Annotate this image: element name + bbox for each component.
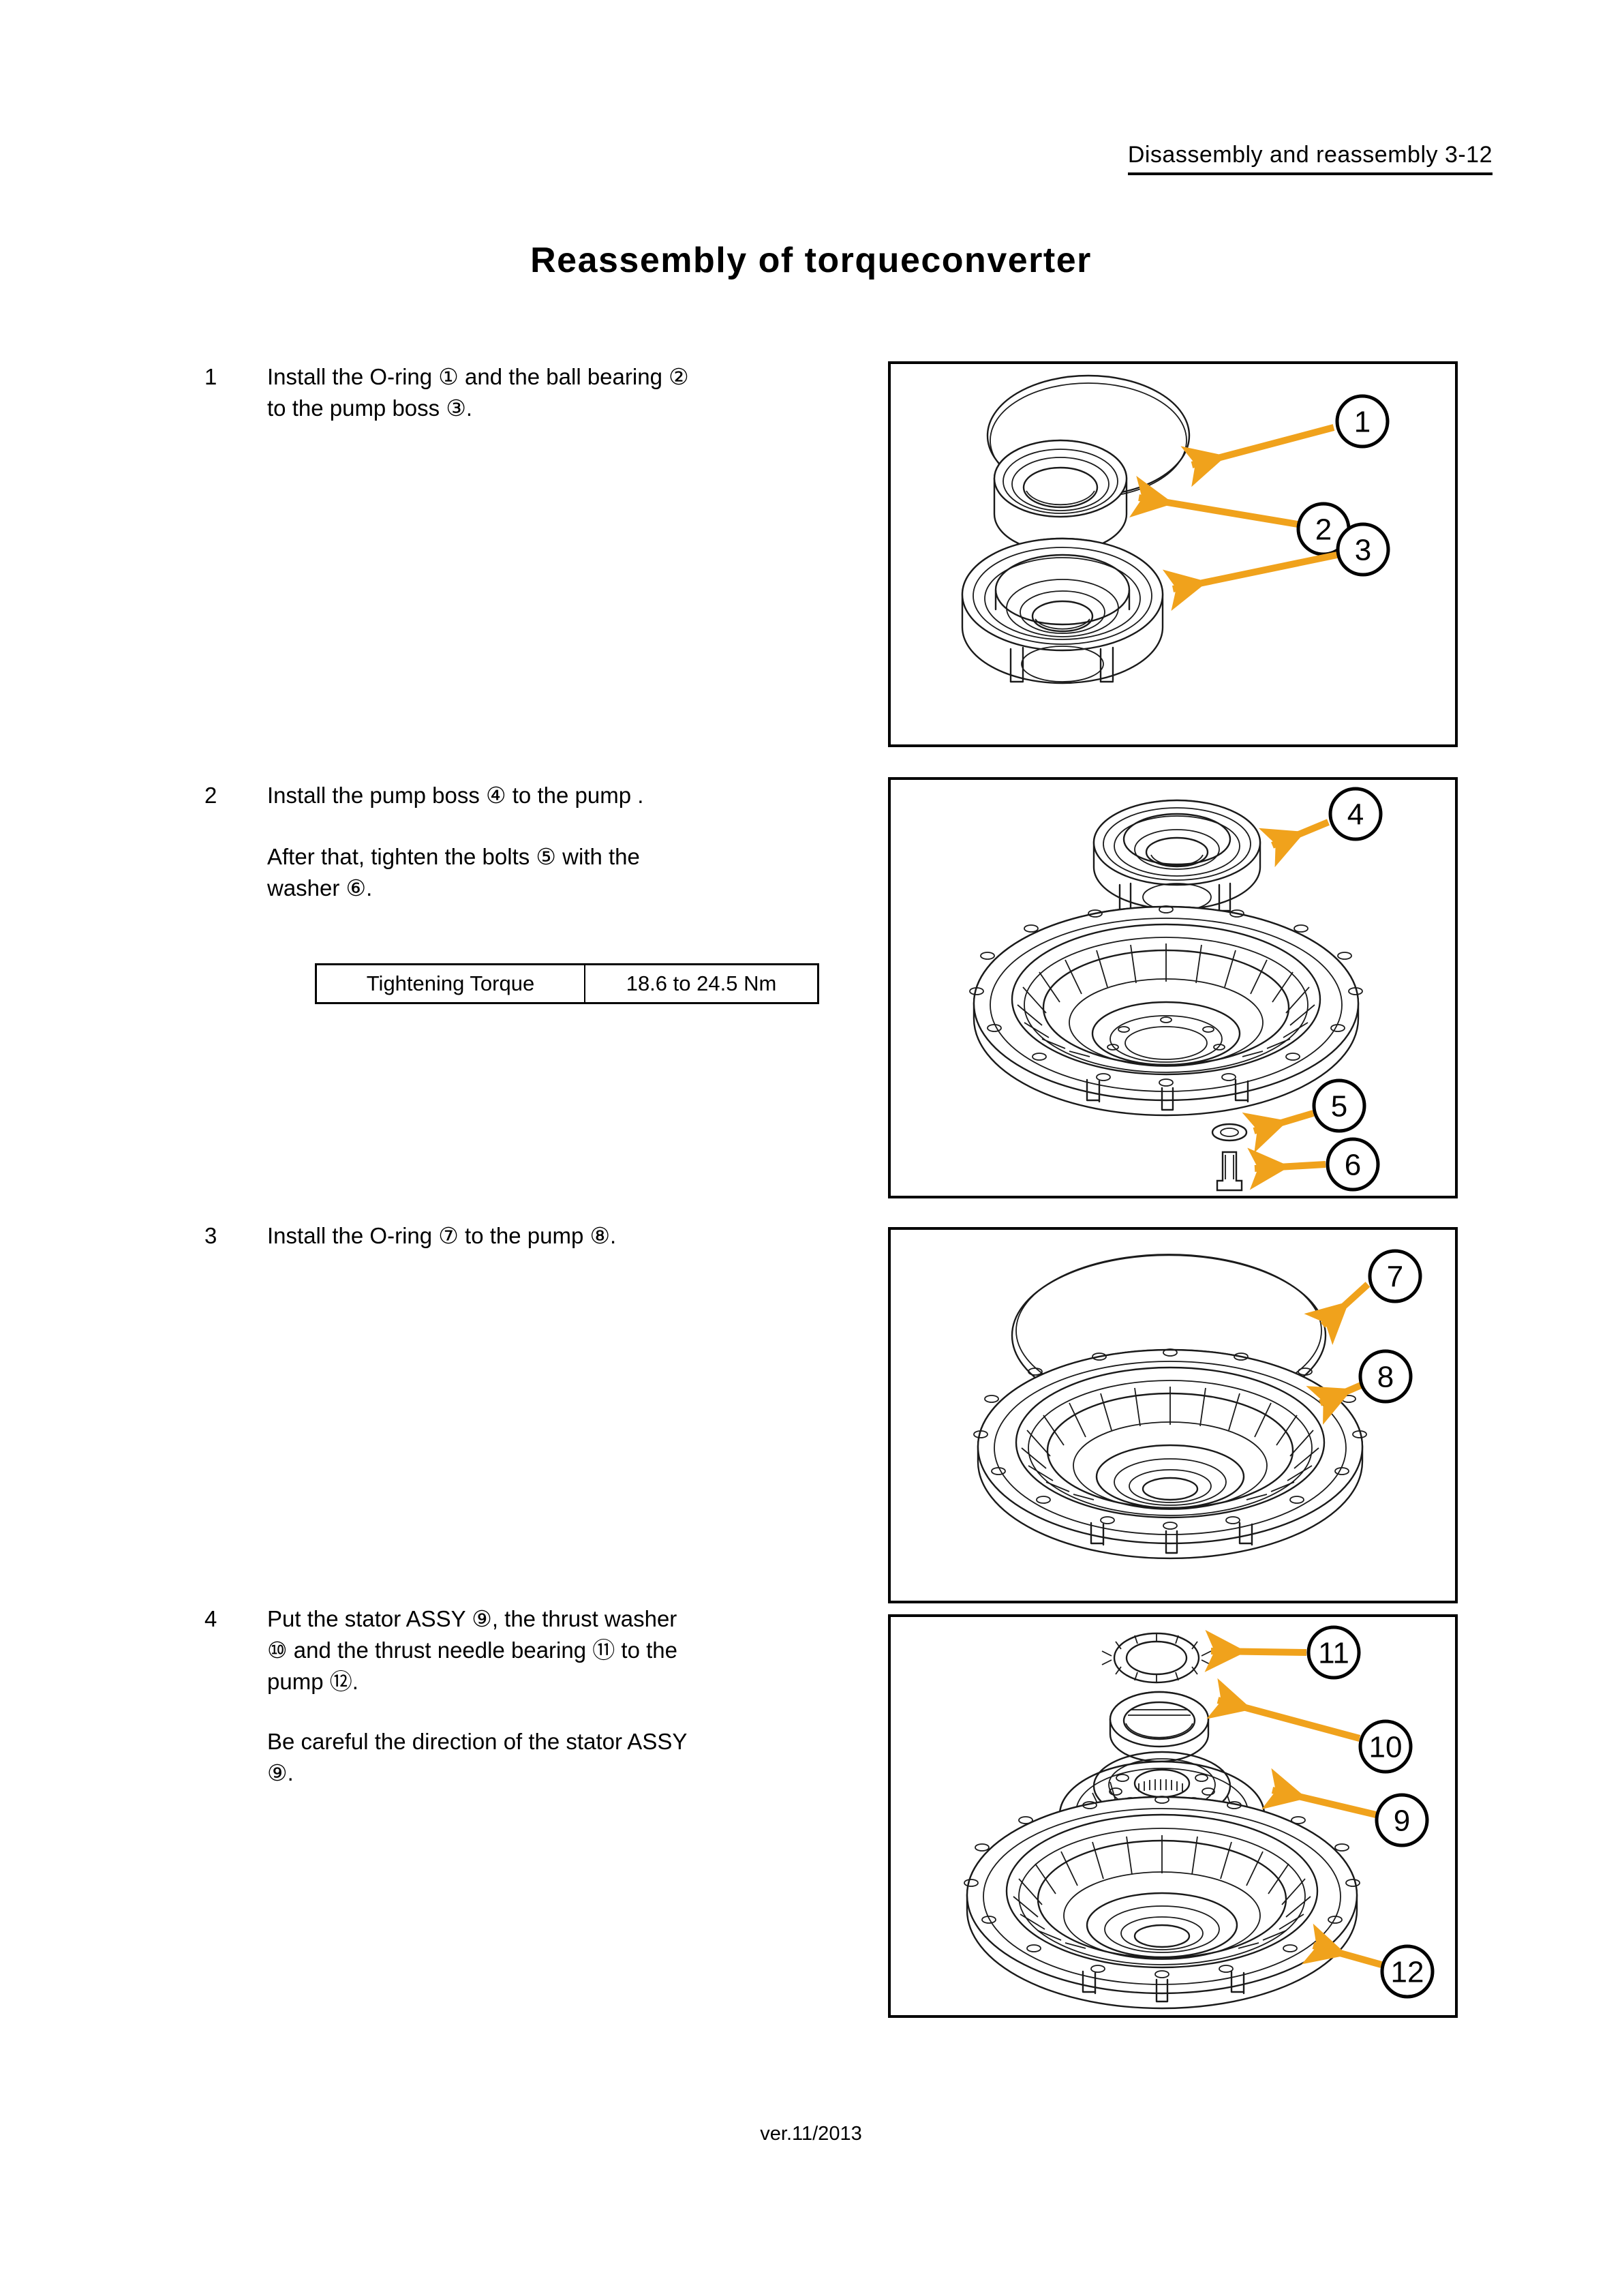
step-block-4: 4 Put the stator ASSY ⑨, the thrust wash… (204, 1603, 852, 1789)
torque-value-cell: 18.6 to 24.5 Nm (584, 963, 819, 1004)
callout-marker-7: 7 (1368, 1249, 1422, 1303)
callout-label: 5 (1331, 1090, 1347, 1123)
callout-arrow-7 (1304, 1282, 1371, 1345)
step-text-line: Install the O-ring ① and the ball bearin… (267, 364, 689, 389)
step-text: Install the pump boss ④ to the pump . (267, 780, 852, 811)
page-header-section-label: Disassembly and reassembly 3-12 (1127, 142, 1493, 175)
callout-label: 9 (1394, 1804, 1410, 1838)
step-number: 2 (204, 783, 217, 808)
step-note: Be careful the direction of the stator A… (267, 1726, 852, 1789)
step-row: 3 Install the O-ring ⑦ to the pump ⑧. (204, 1220, 852, 1252)
callout-arrow-11 (1204, 1629, 1307, 1672)
callout-marker-6: 6 (1326, 1137, 1380, 1192)
callout-arrow-10 (1206, 1678, 1361, 1742)
step-number: 1 (204, 364, 217, 389)
part-thrust-washer (1109, 1691, 1210, 1763)
step-block-3: 3 Install the O-ring ⑦ to the pump ⑧. (204, 1220, 852, 1252)
step-row: 1 Install the O-ring ① and the ball bear… (204, 361, 852, 424)
step-text-line: Put the stator ASSY ⑨, the thrust washer (267, 1606, 677, 1631)
callout-arrow-5 (1242, 1110, 1315, 1153)
step-text: Install the O-ring ⑦ to the pump ⑧. (267, 1220, 852, 1252)
step-text: Put the stator ASSY ⑨, the thrust washer… (267, 1603, 852, 1697)
part-pump (973, 1348, 1367, 1560)
callout-marker-3: 3 (1336, 522, 1390, 577)
step-text-line: Install the pump boss ④ to the pump . (267, 783, 644, 808)
callout-label: 2 (1315, 513, 1332, 547)
callout-marker-11: 11 (1306, 1625, 1361, 1680)
callout-marker-5: 5 (1312, 1078, 1366, 1133)
callout-label: 10 (1369, 1731, 1403, 1764)
callout-arrow-12 (1301, 1923, 1383, 1968)
table-row: Tightening Torque 18.6 to 24.5 Nm (315, 963, 819, 1004)
figure-panel-1: 1 2 3 (888, 361, 1458, 747)
callout-arrow-8 (1306, 1382, 1362, 1425)
step-text-line: to the pump boss ③. (267, 395, 473, 421)
part-thrust-needle-bearing (1101, 1632, 1212, 1684)
step-text-line: Install the O-ring ⑦ to the pump ⑧. (267, 1223, 617, 1248)
callout-arrow-9 (1261, 1768, 1377, 1818)
callout-label: 7 (1387, 1260, 1403, 1294)
step-number: 3 (204, 1223, 217, 1248)
step-row: 4 Put the stator ASSY ⑨, the thrust wash… (204, 1603, 852, 1697)
callout-marker-4: 4 (1328, 787, 1383, 841)
step-block-2: 2 Install the pump boss ④ to the pump . … (204, 780, 852, 904)
step-note-line: washer ⑥. (267, 875, 373, 901)
part-washer (1211, 1123, 1248, 1142)
callout-label: 8 (1377, 1361, 1394, 1394)
step-text-line: pump ⑫. (267, 1669, 358, 1694)
figure-panel-4: 11 10 9 12 (888, 1614, 1458, 2018)
step-block-1: 1 Install the O-ring ① and the ball bear… (204, 361, 852, 424)
part-bolt (1216, 1151, 1243, 1192)
callout-label: 1 (1354, 406, 1371, 439)
step-note-line: Be careful the direction of the stator A… (267, 1729, 688, 1754)
part-pump (969, 905, 1363, 1117)
step-text-line: ⑩ and the thrust needle bearing ⑪ to the (267, 1637, 677, 1663)
figure-panel-3: 7 8 (888, 1227, 1458, 1603)
callout-marker-10: 10 (1358, 1719, 1413, 1774)
step-text: Install the O-ring ① and the ball bearin… (267, 361, 852, 424)
callout-arrow-6 (1247, 1147, 1326, 1190)
spacer (204, 811, 852, 841)
callout-label: 3 (1355, 534, 1371, 567)
step-note: After that, tighten the bolts ⑤ with the… (267, 841, 852, 904)
callout-marker-12: 12 (1380, 1944, 1435, 1999)
spacer (204, 1697, 852, 1726)
callout-marker-9: 9 (1375, 1793, 1429, 1847)
callout-label: 11 (1318, 1637, 1349, 1670)
callout-marker-2: 2 (1296, 502, 1351, 556)
page-footer-version: ver.11/2013 (760, 2123, 862, 2145)
callout-label: 6 (1345, 1149, 1361, 1182)
part-ball-bearing (993, 439, 1128, 554)
callout-arrow-2 (1129, 475, 1298, 528)
step-note-line: ⑨. (267, 1760, 294, 1785)
page-title: Reassembly of torqueconverter (530, 241, 1092, 280)
callout-arrow-3 (1162, 552, 1338, 611)
callout-arrow-1 (1180, 424, 1335, 487)
part-pump-boss (961, 537, 1164, 684)
callout-marker-1: 1 (1335, 394, 1390, 449)
callout-label: 4 (1347, 798, 1364, 832)
step-row: 2 Install the pump boss ④ to the pump . (204, 780, 852, 811)
torque-label-cell: Tightening Torque (315, 963, 585, 1004)
step-note-line: After that, tighten the bolts ⑤ with the (267, 844, 640, 869)
figure-panel-2: 4 5 6 (888, 777, 1458, 1198)
part-pump (964, 1796, 1360, 2010)
callout-arrow-4 (1258, 819, 1330, 868)
step-number: 4 (204, 1606, 217, 1631)
part-pump-boss (1092, 799, 1261, 912)
callout-marker-8: 8 (1358, 1349, 1413, 1404)
tightening-torque-table: Tightening Torque 18.6 to 24.5 Nm (315, 963, 819, 1004)
callout-label: 12 (1391, 1956, 1424, 1989)
